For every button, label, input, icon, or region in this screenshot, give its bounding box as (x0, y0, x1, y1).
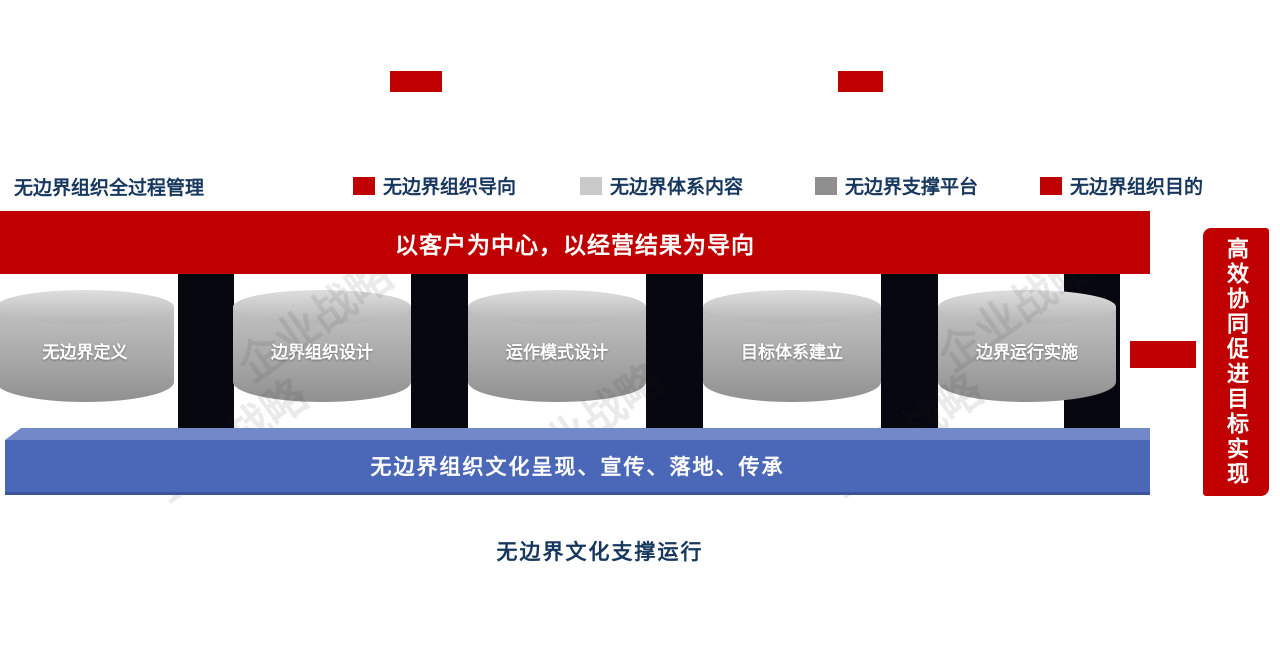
cylinder-cap (468, 290, 646, 324)
cylinder-label: 无边界定义 (42, 343, 128, 362)
cylinder-label: 运作模式设计 (506, 343, 608, 362)
footer-caption: 无边界文化支撑运行 (496, 541, 704, 564)
connector-bar (411, 273, 468, 435)
legend-title: 无边界组织全过程管理 (14, 178, 205, 199)
cylinder-cap (938, 290, 1116, 324)
goal-achievement-banner-text: 高效协同促进目标实现 (1224, 237, 1249, 487)
legend-label: 无边界组织导向 (383, 177, 517, 198)
legend-label: 无边界体系内容 (610, 177, 744, 198)
legend-label: 无边界支撑平台 (845, 177, 979, 198)
cylinder-boundaryless-definition: 无边界定义 (0, 290, 174, 402)
legend-label: 无边界组织目的 (1070, 177, 1204, 198)
cylinder-cap (0, 290, 174, 324)
red-marker-top-right (838, 71, 883, 92)
cylinder-goal-system-setup: 目标体系建立 (703, 290, 881, 402)
culture-banner-top-face (5, 428, 1150, 440)
legend-swatch-red (1040, 176, 1062, 195)
legend-item-orientation: 无边界组织导向 (353, 172, 516, 199)
culture-banner: 无边界组织文化呈现、宣传、落地、传承 (5, 440, 1150, 495)
orientation-banner: 以客户为中心，以经营结果为导向 (0, 211, 1150, 274)
connector-bar (178, 273, 234, 435)
cylinder-boundary-org-design: 边界组织设计 (233, 290, 411, 402)
goal-achievement-banner: 高效协同促进目标实现 (1203, 228, 1269, 496)
cylinder-operating-model-design: 运作模式设计 (468, 290, 646, 402)
red-marker-top-left (390, 71, 442, 92)
cylinder-cap (703, 290, 881, 324)
connector-bar (646, 273, 703, 435)
cylinder-cap (233, 290, 411, 324)
culture-banner-text: 无边界组织文化呈现、宣传、落地、传承 (370, 456, 785, 479)
cylinder-label: 边界运行实施 (976, 343, 1078, 362)
legend-item-purpose: 无边界组织目的 (1040, 172, 1203, 199)
cylinder-label: 边界组织设计 (271, 343, 373, 362)
legend-item-support-platform: 无边界支撑平台 (815, 172, 978, 199)
legend-item-system-content: 无边界体系内容 (580, 172, 743, 199)
orientation-banner-text: 以客户为中心，以经营结果为导向 (395, 231, 755, 258)
cylinder-label: 目标体系建立 (741, 343, 843, 362)
legend-swatch-lightgray (580, 176, 602, 195)
legend-swatch-red (353, 176, 375, 195)
connector-bar (881, 273, 938, 435)
legend-swatch-darkgray (815, 176, 837, 195)
red-marker-right (1130, 341, 1196, 368)
cylinder-boundary-operation: 边界运行实施 (938, 290, 1116, 402)
